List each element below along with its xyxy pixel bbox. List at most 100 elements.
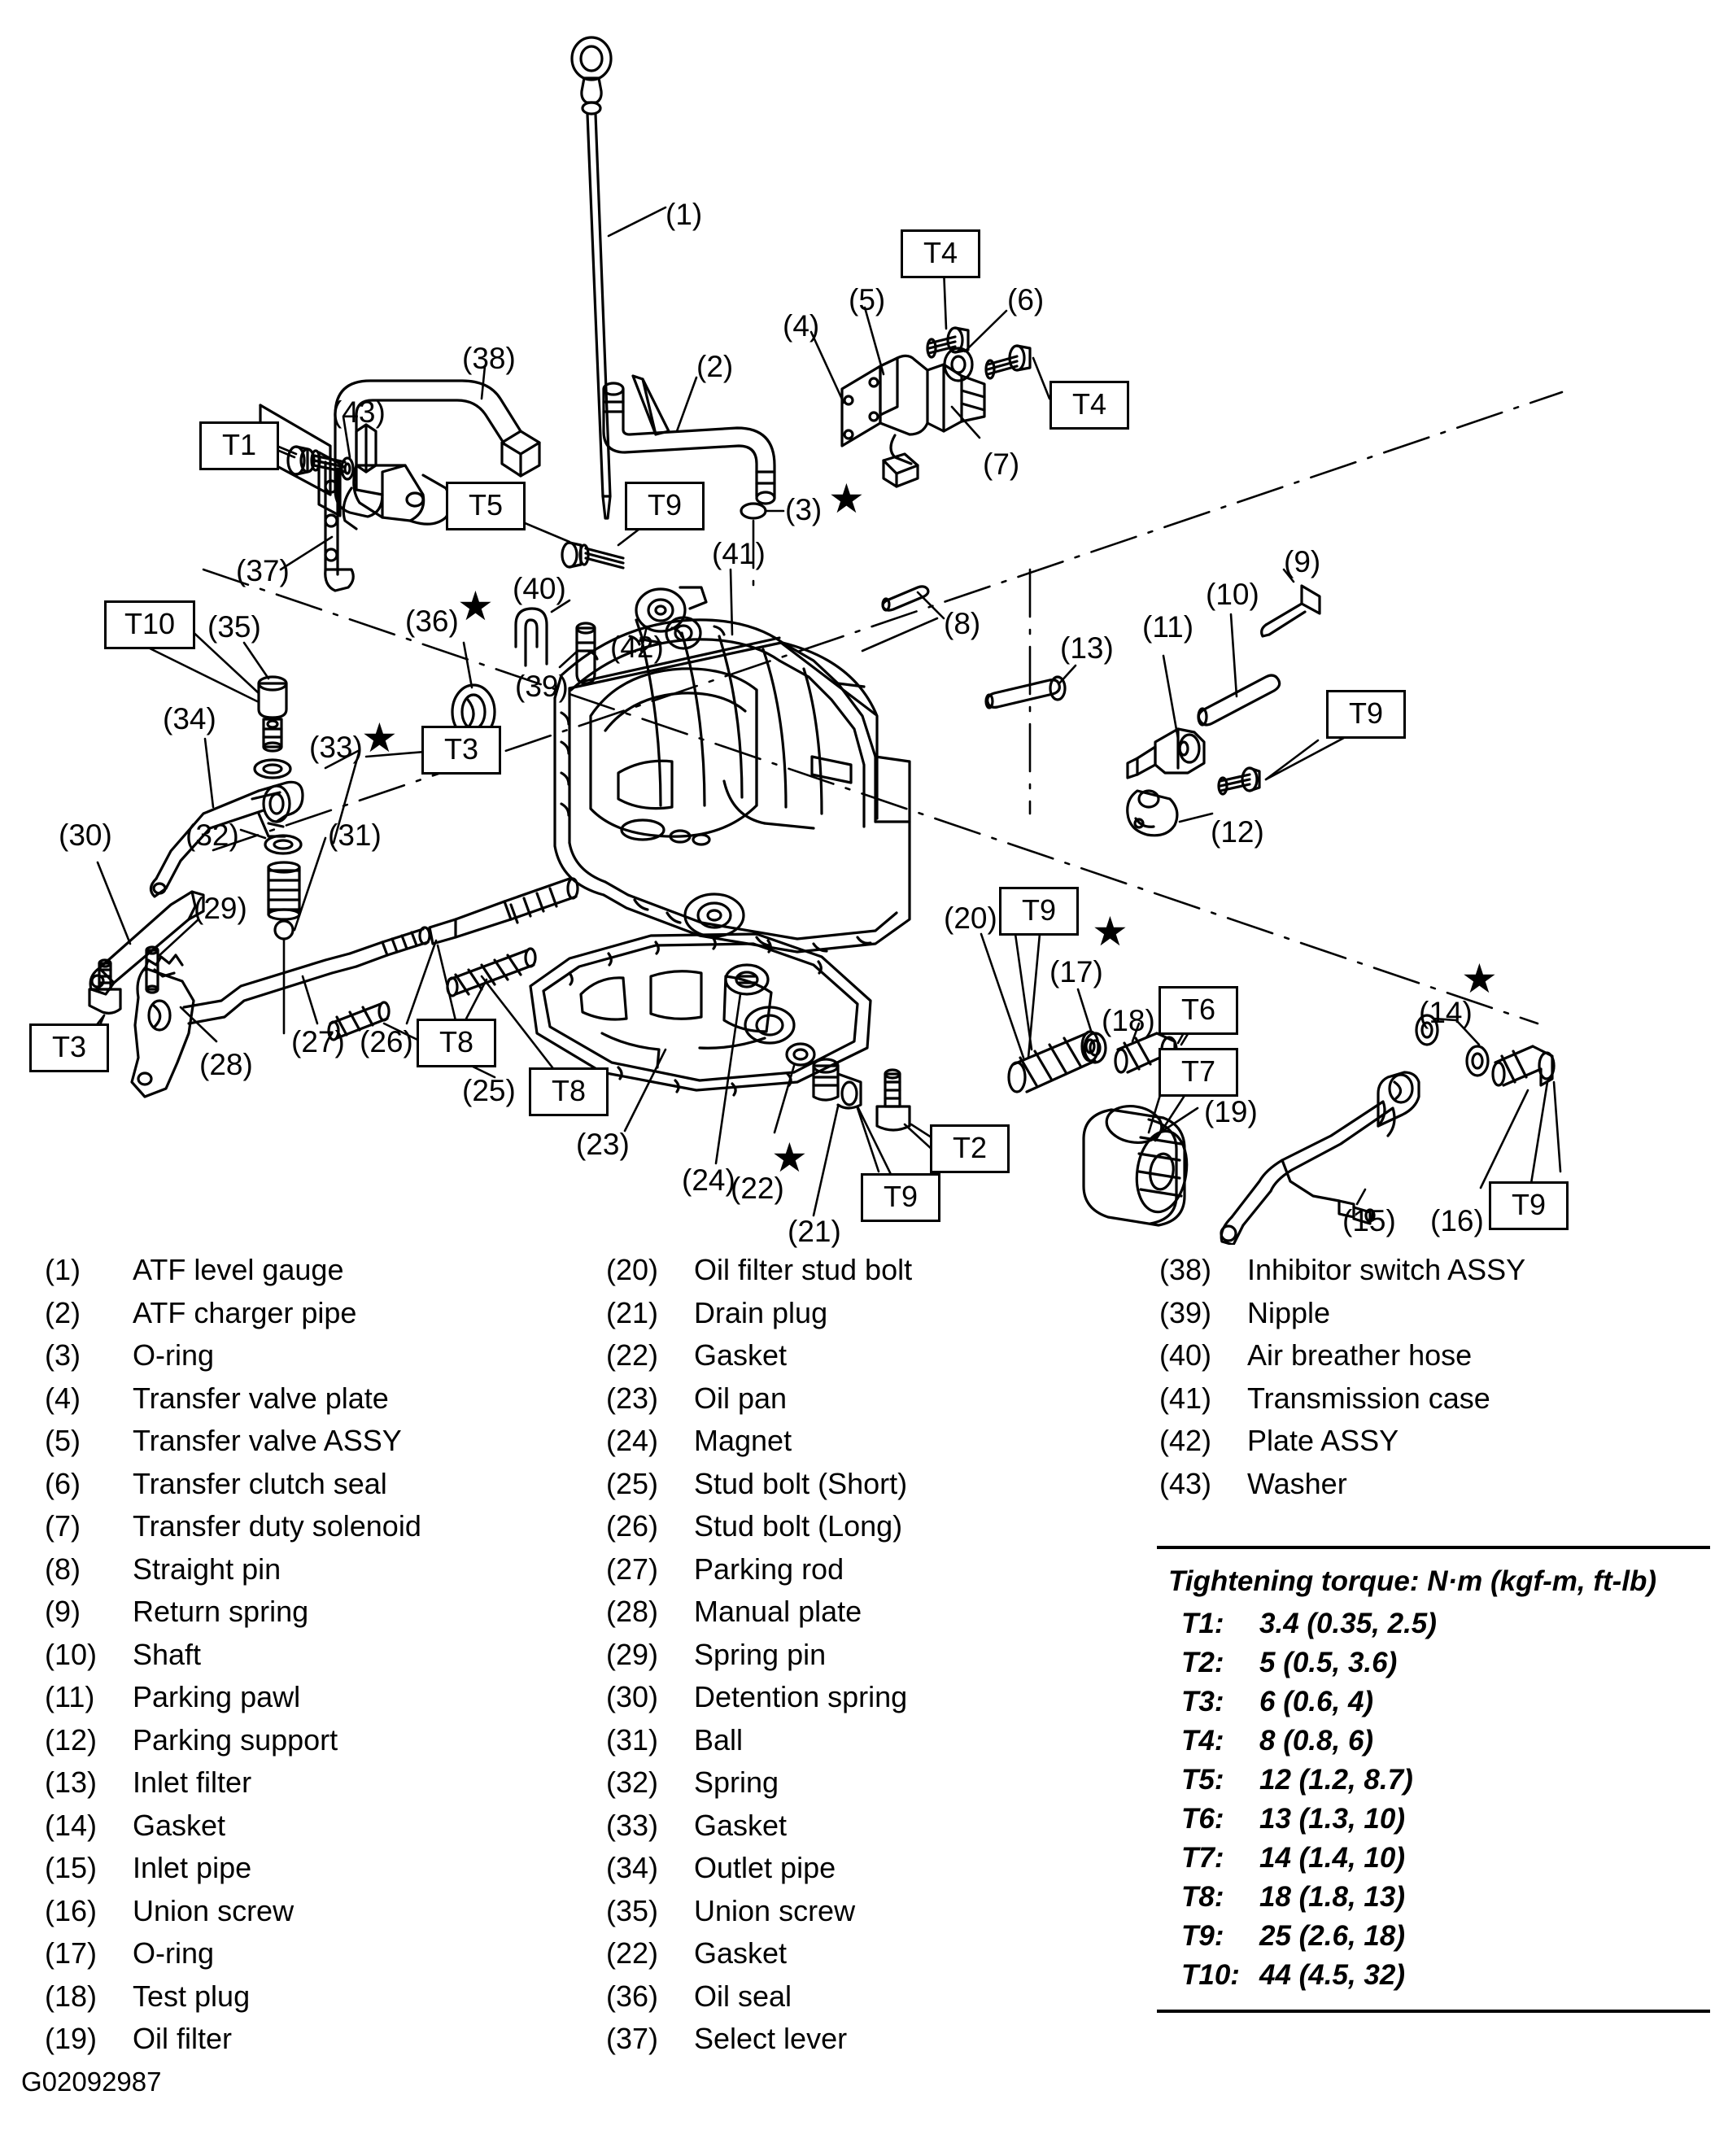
callout-42: (42) <box>610 631 664 664</box>
callout-10: (10) <box>1206 578 1259 611</box>
list-item: (4)Transfer valve plate <box>45 1381 565 1425</box>
part-number: (9) <box>45 1595 81 1628</box>
torque-key: T5: <box>1181 1764 1224 1796</box>
part-label: Detention spring <box>694 1680 908 1713</box>
callout-24: (24) <box>682 1163 735 1197</box>
part-number: (4) <box>45 1381 81 1415</box>
list-item: (12)Parking support <box>45 1723 565 1766</box>
part-spring-32 <box>267 861 301 921</box>
callout-6: (6) <box>1007 283 1045 316</box>
torque-tag-t4-lower: T4 <box>1049 381 1129 430</box>
part-label: ATF charger pipe <box>133 1295 357 1329</box>
part-parking-pawl <box>1126 727 1206 779</box>
callout-17: (17) <box>1049 955 1103 989</box>
part-label: Transfer duty solenoid <box>133 1509 421 1543</box>
list-item: (1)ATF level gauge <box>45 1253 565 1296</box>
callout-22: (22) <box>731 1172 784 1205</box>
parts-legend: (1)ATF level gauge (2) ATF charger pipe (… <box>0 1253 1728 2156</box>
part-number: (37) <box>606 2022 659 2055</box>
part-number: (26) <box>606 1509 659 1543</box>
torque-value: 44 (4.5, 32) <box>1259 1959 1405 1991</box>
part-o-ring-17 <box>1083 1032 1107 1064</box>
part-number: (34) <box>606 1851 659 1884</box>
list-item: (8)Straight pin <box>45 1552 565 1595</box>
part-label: Union screw <box>694 1893 856 1927</box>
callout-15: (15) <box>1342 1204 1396 1237</box>
list-item: (15) Inlet pipe <box>45 1851 565 1894</box>
part-label: Washer <box>1247 1466 1347 1500</box>
callout-5: (5) <box>849 283 886 316</box>
part-number: (41) <box>1159 1381 1212 1415</box>
part-gasket-33 <box>253 758 303 855</box>
callout-20: (20) <box>944 901 997 935</box>
part-transmission-case <box>553 618 911 954</box>
torque-tag-t9-plate: T9 <box>625 482 705 530</box>
part-label: Gasket <box>694 1808 788 1842</box>
part-number: (16) <box>45 1893 98 1927</box>
part-number: (14) <box>45 1808 98 1842</box>
part-inlet-pipe <box>1220 1071 1420 1245</box>
part-number: (35) <box>606 1893 659 1927</box>
part-manual-plate <box>130 954 195 1098</box>
part-gasket-14 <box>1415 1014 1490 1077</box>
torque-tag-t8-long: T8 <box>417 1019 496 1067</box>
part-label: Plate ASSY <box>1247 1424 1399 1457</box>
part-label: Spring <box>694 1765 779 1799</box>
torque-row: T10: 44 (4.5, 32) <box>1157 1959 1710 1998</box>
callout-31: (31) <box>328 818 382 852</box>
star-marker-33: ★ <box>361 714 398 762</box>
part-number: (12) <box>45 1722 98 1757</box>
part-label: O-ring <box>133 1936 215 1970</box>
star-marker-14: ★ <box>1461 955 1498 1002</box>
part-label: Oil seal <box>694 1979 792 2013</box>
list-item: (25)Stud bolt (Short) <box>606 1467 1127 1510</box>
callout-35: (35) <box>207 610 261 644</box>
parts-column-1: (1)ATF level gauge (2) ATF charger pipe (… <box>45 1253 565 2065</box>
part-number: (25) <box>606 1466 659 1500</box>
torque-row: T7:14 (1.4, 10) <box>1157 1842 1710 1881</box>
part-number: (24) <box>606 1424 659 1457</box>
list-item: (3)O-ring <box>45 1338 565 1381</box>
part-return-spring <box>1260 584 1321 638</box>
torque-tag-t1: T1 <box>199 421 279 470</box>
list-item: (13)Inlet filter <box>45 1765 565 1809</box>
callout-27: (27) <box>291 1025 345 1058</box>
callout-23: (23) <box>576 1128 630 1161</box>
part-parking-support <box>1126 789 1179 837</box>
callout-38: (38) <box>462 342 516 375</box>
part-label: Parking rod <box>694 1552 844 1586</box>
part-label: Transfer valve ASSY <box>133 1424 402 1457</box>
list-item: (37)Select lever <box>606 2022 1127 2065</box>
list-item: (38)Inhibitor switch ASSY <box>1159 1253 1696 1296</box>
torque-key: T10: <box>1181 1959 1240 1991</box>
part-o-ring-3 <box>740 502 767 520</box>
parts-column-2: (20)Oil filter stud bolt (21)Drain plug … <box>606 1253 1127 2065</box>
torque-value: 13 (1.3, 10) <box>1259 1803 1405 1835</box>
parts-column-3: (38)Inhibitor switch ASSY (39)Nipple (40… <box>1159 1253 1696 1509</box>
part-label: Return spring <box>133 1595 309 1628</box>
part-magnet <box>724 963 770 996</box>
torque-tag-t2: T2 <box>930 1124 1010 1173</box>
part-stud-bolt-long <box>446 947 537 997</box>
torque-key: T9: <box>1181 1920 1224 1952</box>
list-item: (9) Return spring <box>45 1595 565 1638</box>
part-number: (39) <box>1159 1295 1212 1329</box>
list-item: (28)Manual plate <box>606 1595 1127 1638</box>
part-number: (2) <box>45 1295 81 1329</box>
torque-tag-t8-short: T8 <box>529 1067 609 1116</box>
part-oil-filter <box>1082 1105 1189 1227</box>
part-label: Shaft <box>133 1637 202 1671</box>
torque-tag-t7: T7 <box>1159 1048 1238 1097</box>
part-label: Inlet pipe <box>133 1851 252 1884</box>
part-number: (32) <box>606 1765 659 1799</box>
callout-36: (36) <box>405 604 459 638</box>
callout-39: (39) <box>515 670 569 703</box>
torque-value: 25 (2.6, 18) <box>1259 1920 1405 1952</box>
torque-tag-t9-stud: T9 <box>999 887 1079 936</box>
callout-19: (19) <box>1204 1095 1258 1128</box>
part-label: Gasket <box>694 1936 788 1970</box>
part-number: (3) <box>45 1338 81 1372</box>
part-inhibitor-switch <box>334 379 541 518</box>
callout-2: (2) <box>696 350 734 383</box>
part-number: (15) <box>45 1851 98 1884</box>
